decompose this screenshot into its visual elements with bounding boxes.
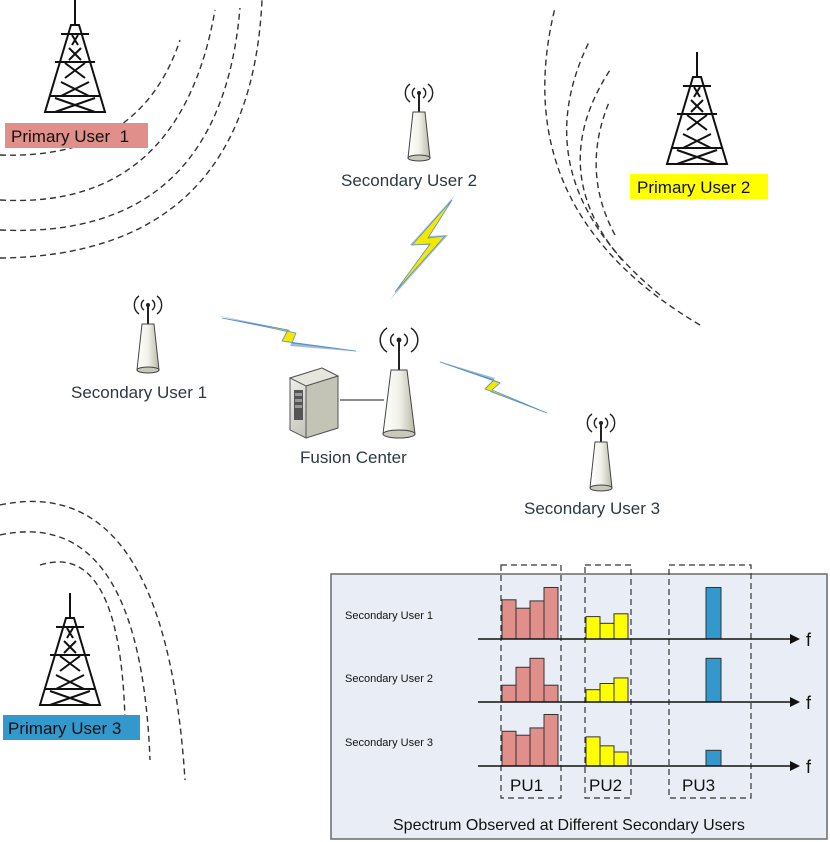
spectrum-bar [613, 677, 629, 703]
spectrum-bar [529, 600, 545, 640]
spectrum-row-label: Secondary User 2 [345, 673, 433, 685]
lightning-icon [439, 361, 548, 414]
su2-label: Secondary User 2 [341, 171, 477, 190]
link-su2-fusion [390, 195, 455, 300]
pu3-waves [0, 500, 186, 781]
group-label-pu1: PU1 [510, 776, 543, 795]
spectrum-bar [613, 751, 629, 767]
axis-arrow-icon [790, 634, 800, 644]
spectrum-bar [585, 689, 601, 703]
spectrum-panel-title: Spectrum Observed at Different Secondary… [393, 817, 745, 834]
pu3-tower-icon [38, 593, 102, 706]
axis-arrow-icon [790, 761, 800, 771]
axis-label-f: f [806, 757, 812, 777]
spectrum-bar [501, 730, 517, 767]
su1-antenna-icon [133, 295, 163, 374]
spectrum-row-label: Secondary User 1 [345, 610, 433, 622]
pu3-label: Primary User 3 [3, 715, 140, 740]
spectrum-bar [585, 616, 601, 640]
spectrum-bar [599, 745, 615, 767]
pu1-label: Primary User 1 [5, 123, 148, 148]
su3-label: Secondary User 3 [524, 499, 660, 518]
link-fusion-su3 [435, 360, 552, 415]
link-su1-fusion [215, 315, 362, 352]
spectrum-bar [501, 599, 517, 640]
spectrum-bar [543, 713, 559, 767]
lightning-icon [221, 317, 357, 352]
su3-antenna-icon [586, 413, 616, 492]
spectrum-bar [529, 657, 545, 703]
pu3-label-text: Primary User 3 [8, 719, 121, 738]
axis-label-f: f [806, 630, 812, 650]
spectrum-bar [705, 586, 722, 640]
spectrum-row-label: Secondary User 3 [345, 737, 433, 749]
su2-antenna-icon [404, 83, 434, 162]
spectrum-bar [515, 734, 531, 767]
group-label-pu2: PU2 [589, 776, 622, 795]
pu1-tower-icon [43, 0, 107, 113]
pu2-label: Primary User 2 [630, 174, 768, 199]
su1-label: Secondary User 1 [71, 383, 207, 402]
spectrum-bar [543, 684, 559, 703]
spectrum-bar [613, 613, 629, 640]
pu2-label-text: Primary User 2 [637, 178, 750, 197]
fusion-antenna-icon [379, 327, 419, 439]
spectrum-bar [515, 607, 531, 640]
group-box-pu1 [500, 564, 562, 799]
spectrum-bar [705, 657, 722, 703]
fusion-center-label: Fusion Center [300, 448, 407, 467]
spectrum-bar [543, 586, 559, 640]
spectrum-bar [705, 749, 722, 767]
pu2-tower-icon [665, 52, 729, 165]
axis-arrow-icon [790, 697, 800, 707]
pu1-waves [0, 0, 263, 259]
spectrum-bar [599, 683, 615, 703]
spectrum-bar [599, 622, 615, 640]
axis-label-f: f [806, 693, 812, 713]
pu1-label-text: Primary User 1 [11, 127, 129, 146]
lightning-icon [394, 199, 453, 293]
group-box-pu3 [668, 564, 752, 799]
group-label-pu3: PU3 [682, 776, 715, 795]
spectrum-panel-background [330, 573, 828, 840]
group-box-pu2 [584, 564, 632, 799]
spectrum-bar [515, 666, 531, 703]
server-icon [288, 367, 340, 439]
spectrum-bar [501, 684, 517, 703]
spectrum-bar [529, 727, 545, 767]
spectrum-bar [585, 736, 601, 767]
pu2-waves [544, 7, 701, 326]
